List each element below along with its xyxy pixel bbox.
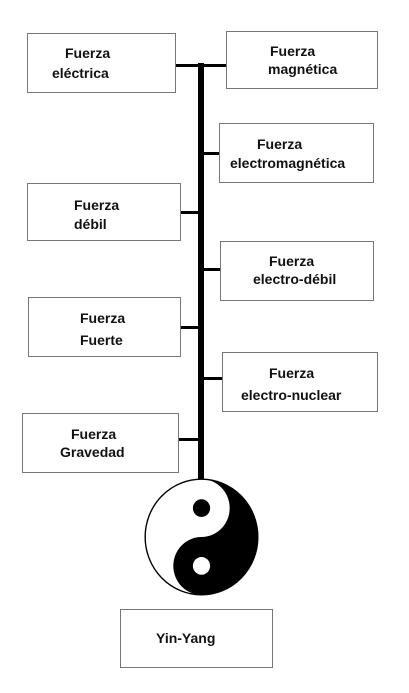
yin-yang-label: Yin-Yang [156, 630, 216, 646]
box-line2: electro-débil [253, 271, 337, 287]
box-line1: Fuerza [269, 253, 315, 269]
box-fuerza-fuerte: Fuerza Fuerte [28, 297, 181, 357]
box-line1: Fuerza [80, 310, 126, 326]
main-trunk-line [198, 63, 204, 483]
box-line1: Fuerza [270, 43, 316, 59]
box-line2: magnética [268, 61, 338, 77]
box-line2: Fuerte [80, 332, 123, 348]
box-fuerza-gravedad: Fuerza Gravedad [22, 413, 179, 473]
box-line2: Gravedad [60, 444, 125, 460]
box-line2: electro-nuclear [241, 387, 342, 403]
connector-fuerte [180, 326, 200, 329]
box-line2: electromagnética [230, 155, 346, 171]
connector-debil [180, 211, 200, 214]
yin-yang-upper-dot [192, 499, 211, 517]
box-fuerza-electrica: Fuerza eléctrica [27, 33, 176, 93]
box-fuerza-electro-debil: Fuerza electro-débil [220, 241, 374, 301]
box-fuerza-electromagnetica: Fuerza electromagnética [219, 123, 374, 183]
box-fuerza-electro-nuclear: Fuerza electro-nuclear [222, 352, 378, 412]
box-fuerza-magnetica: Fuerza magnética [226, 31, 378, 89]
box-line1: Fuerza [74, 197, 120, 213]
connector-gravedad [178, 438, 200, 441]
box-yin-yang: Yin-Yang [120, 609, 273, 668]
box-line2: débil [74, 216, 107, 232]
connector-electrica [174, 64, 228, 67]
box-line2: eléctrica [52, 65, 109, 81]
connector-electromagnetica [204, 152, 220, 155]
yin-yang-icon [144, 478, 259, 596]
connector-electro-debil [204, 268, 220, 271]
box-line1: Fuerza [65, 45, 111, 61]
box-line1: Fuerza [269, 365, 315, 381]
box-fuerza-debil: Fuerza débil [27, 183, 181, 241]
box-line1: Fuerza [71, 426, 117, 442]
connector-electro-nuclear [204, 377, 224, 380]
box-line1: Fuerza [257, 136, 303, 152]
yin-yang-lower-dot [192, 557, 211, 575]
